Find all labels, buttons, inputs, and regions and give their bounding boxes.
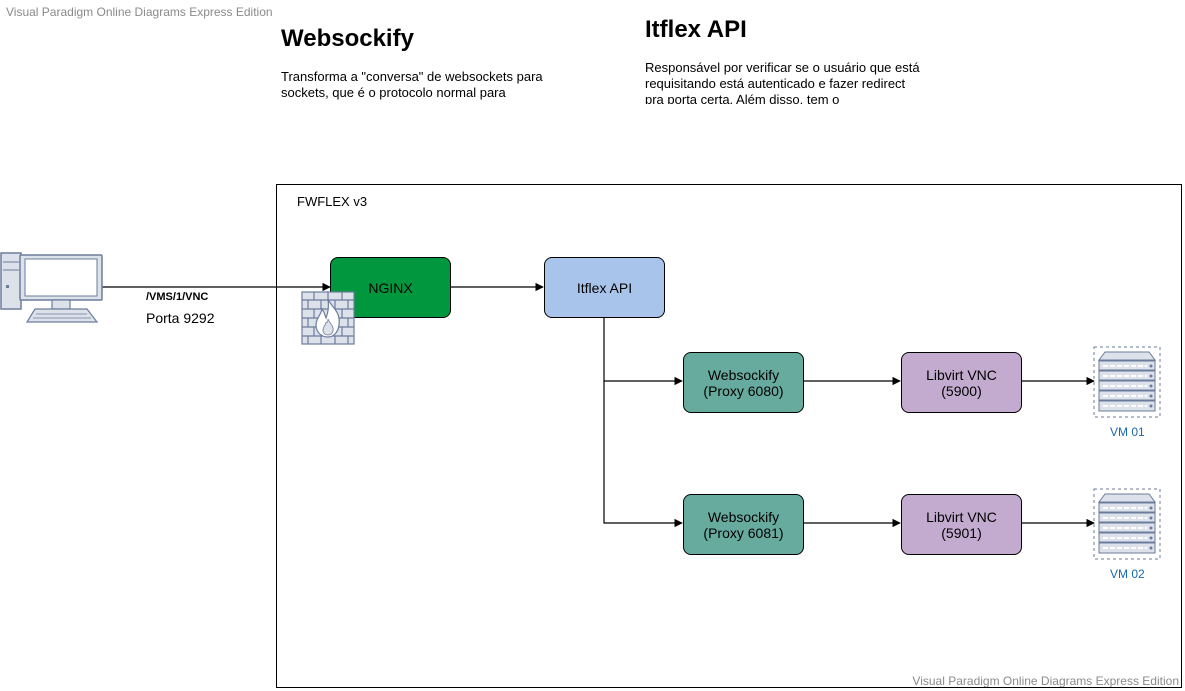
server-rack-icon[interactable] — [1093, 488, 1161, 560]
firewall-icon — [301, 291, 355, 345]
note-websockify-title: Websockify — [281, 25, 414, 52]
libvirt-vnc-node-1[interactable]: Libvirt VNC (5900) — [901, 352, 1022, 413]
libvirt-vnc-node-2-line1: Libvirt VNC — [926, 508, 997, 525]
itflex-api-node-label: Itflex API — [576, 279, 633, 296]
websockify-node-1[interactable]: Websockify (Proxy 6080) — [683, 352, 804, 413]
watermark-top: Visual Paradigm Online Diagrams Express … — [6, 5, 273, 19]
note-websockify-body: Transforma a "conversa" de websockets pa… — [281, 69, 543, 100]
desktop-computer-icon[interactable] — [0, 250, 104, 326]
libvirt-vnc-node-2[interactable]: Libvirt VNC (5901) — [901, 494, 1022, 555]
libvirt-vnc-node-2-line2: (5901) — [941, 524, 982, 541]
itflex-api-node[interactable]: Itflex API — [544, 257, 665, 318]
websockify-node-1-line2: (Proxy 6080) — [703, 382, 784, 399]
websockify-node-2-line2: (Proxy 6081) — [703, 524, 784, 541]
libvirt-vnc-node-1-line2: (5900) — [941, 382, 982, 399]
nginx-node-label: NGINX — [368, 279, 413, 296]
fwflex-frame-title: FWFLEX v3 — [297, 194, 368, 209]
edge-path-label: /VMS/1/VNC — [146, 291, 209, 303]
watermark-bottom: Visual Paradigm Online Diagrams Express … — [912, 674, 1179, 688]
vm-01-label: VM 01 — [1110, 425, 1145, 439]
note-itflex-title: Itflex API — [645, 16, 747, 43]
libvirt-vnc-node-1-line1: Libvirt VNC — [926, 366, 997, 383]
websockify-node-2[interactable]: Websockify (Proxy 6081) — [683, 494, 804, 555]
edge-itflex-websockify-2 — [603, 381, 683, 528]
websockify-node-1-line1: Websockify — [707, 366, 780, 383]
fwflex-frame[interactable] — [276, 184, 1182, 688]
websockify-node-2-line1: Websockify — [707, 508, 780, 525]
note-itflex-body: Responsável por verificar se o usuário q… — [645, 60, 920, 104]
vm-02-label: VM 02 — [1110, 567, 1145, 581]
server-rack-icon[interactable] — [1093, 346, 1161, 418]
edge-port-label: Porta 9292 — [146, 310, 215, 326]
edge-itflex-websockify-1 — [603, 318, 683, 386]
